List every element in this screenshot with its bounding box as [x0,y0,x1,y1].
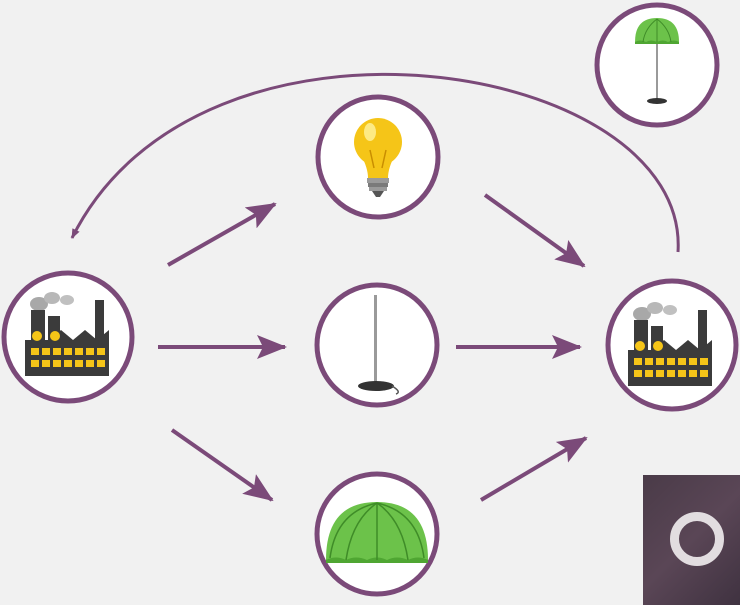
edge-factory-left-to-lightbulb [167,202,277,267]
factory-icon [25,292,109,376]
lamp-pole-icon [358,295,399,395]
node-lightbulb [315,94,441,220]
node-factory-left [1,270,135,404]
lampshade-icon [326,502,428,563]
factory-icon [628,302,712,386]
node-lamp-pole [314,282,440,408]
floor-lamp-icon [635,18,679,104]
edge-factory-left-to-lampshade [170,428,274,502]
edge-lampshade-to-factory-right [479,436,588,502]
lightbulb-icon [354,118,402,197]
node-lampshade [314,471,440,597]
edge-factory-right-to-factory-left [70,73,680,253]
node-factory-right [605,278,739,412]
edge-lightbulb-to-factory-right [483,193,586,268]
video-overlay-thumbnail[interactable] [643,475,740,605]
node-floor-lamp [594,2,720,128]
loading-ring-icon [670,512,724,566]
